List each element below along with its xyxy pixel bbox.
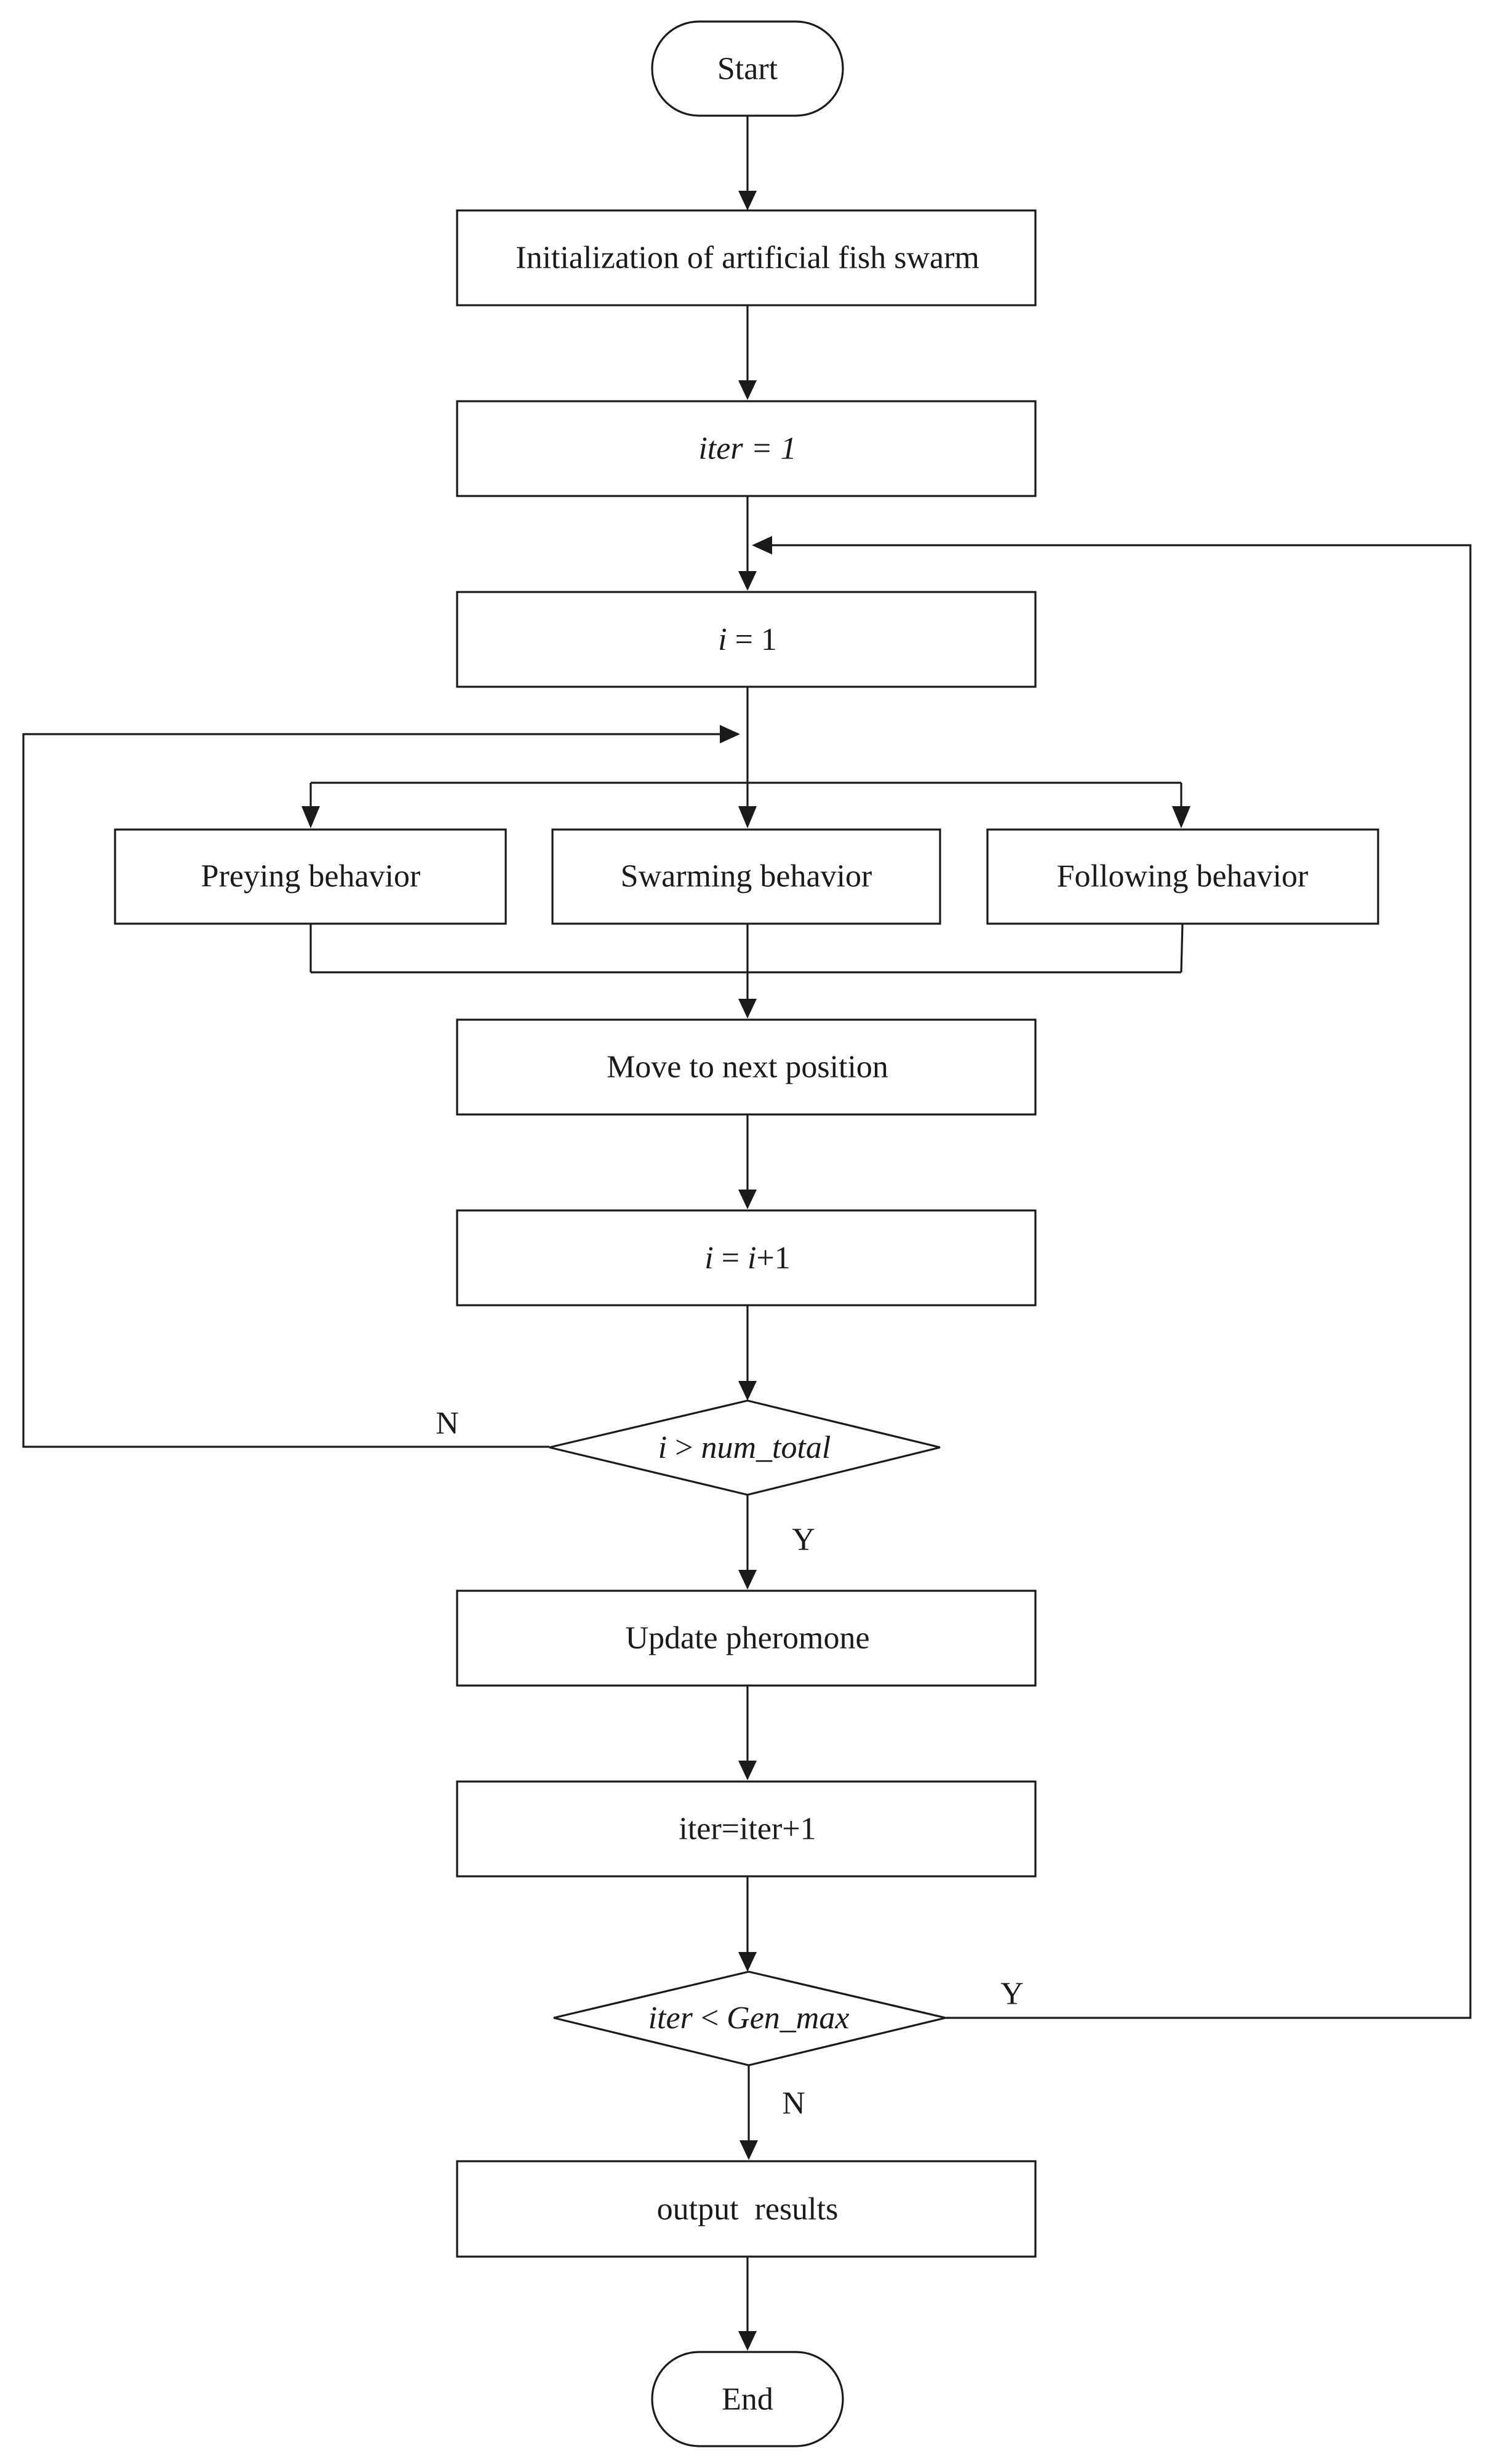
decision-i-label: i > num_total	[658, 1430, 831, 1465]
preying-box: Preying behavior	[114, 828, 507, 925]
decision-i: i > num_total	[549, 1399, 941, 1496]
init-label: Initialization of artificial fish swarm	[516, 241, 979, 276]
swarming-label: Swarming behavior	[621, 859, 872, 894]
iter-init-label: iter = 1	[698, 431, 796, 466]
end-label: End	[722, 2382, 773, 2417]
i-inc-label: i = i+1	[704, 1241, 791, 1276]
following-box: Following behavior	[986, 828, 1379, 925]
arrowhead	[738, 806, 757, 828]
connectors	[22, 116, 1472, 2351]
arrowhead	[720, 725, 740, 743]
start-label: Start	[717, 52, 778, 87]
arrowhead	[1172, 806, 1190, 828]
edge-decision-iter-yes	[772, 544, 1472, 2019]
arrowhead	[738, 1952, 757, 1972]
arrowhead	[740, 2140, 758, 2160]
arrowhead	[738, 1190, 757, 1209]
output-label: output results	[657, 2192, 839, 2227]
arrowhead	[752, 536, 772, 554]
edge-label-i-yes: Y	[792, 1522, 815, 1558]
arrowhead	[738, 1761, 757, 1780]
arrowhead	[738, 1381, 757, 1401]
edge-label-iter-yes: Y	[1000, 1977, 1024, 2012]
edge-following-merge	[1180, 923, 1184, 973]
arrowhead	[738, 380, 757, 400]
arrowhead	[738, 2331, 757, 2351]
decision-iter-label: iter < Gen_max	[648, 2001, 850, 2036]
preying-label: Preying behavior	[201, 859, 421, 894]
arrowhead	[738, 571, 757, 591]
end-node: End	[651, 2351, 844, 2447]
arrowhead	[738, 191, 757, 210]
edge-label-i-no: N	[436, 1406, 459, 1441]
following-label: Following behavior	[1057, 859, 1309, 894]
decision-iter: iter < Gen_max	[553, 1970, 946, 2066]
i-init-label: i = 1	[718, 622, 777, 657]
update-box: Update pheromone	[456, 1590, 1037, 1687]
edge-decision-i-no	[22, 733, 720, 1448]
init-box: Initialization of artificial fish swarm	[456, 209, 1037, 306]
iter-init-box: iter = 1	[456, 400, 1037, 497]
iter-inc-box: iter=iter+1	[456, 1780, 1037, 1878]
edge-label-iter-no: N	[782, 2086, 805, 2121]
iter-inc-label: iter=iter+1	[679, 1812, 816, 1847]
arrowhead	[738, 999, 757, 1018]
start-node: Start	[651, 20, 844, 117]
i-init-box: i = 1	[456, 591, 1037, 688]
move-label: Move to next position	[607, 1050, 888, 1085]
i-inc-box: i = i+1	[456, 1209, 1037, 1306]
update-label: Update pheromone	[625, 1621, 869, 1656]
arrowhead	[301, 806, 320, 828]
move-box: Move to next position	[456, 1018, 1037, 1116]
swarming-box: Swarming behavior	[551, 828, 941, 925]
output-box: output results	[456, 2160, 1037, 2258]
arrowhead	[738, 1570, 757, 1590]
